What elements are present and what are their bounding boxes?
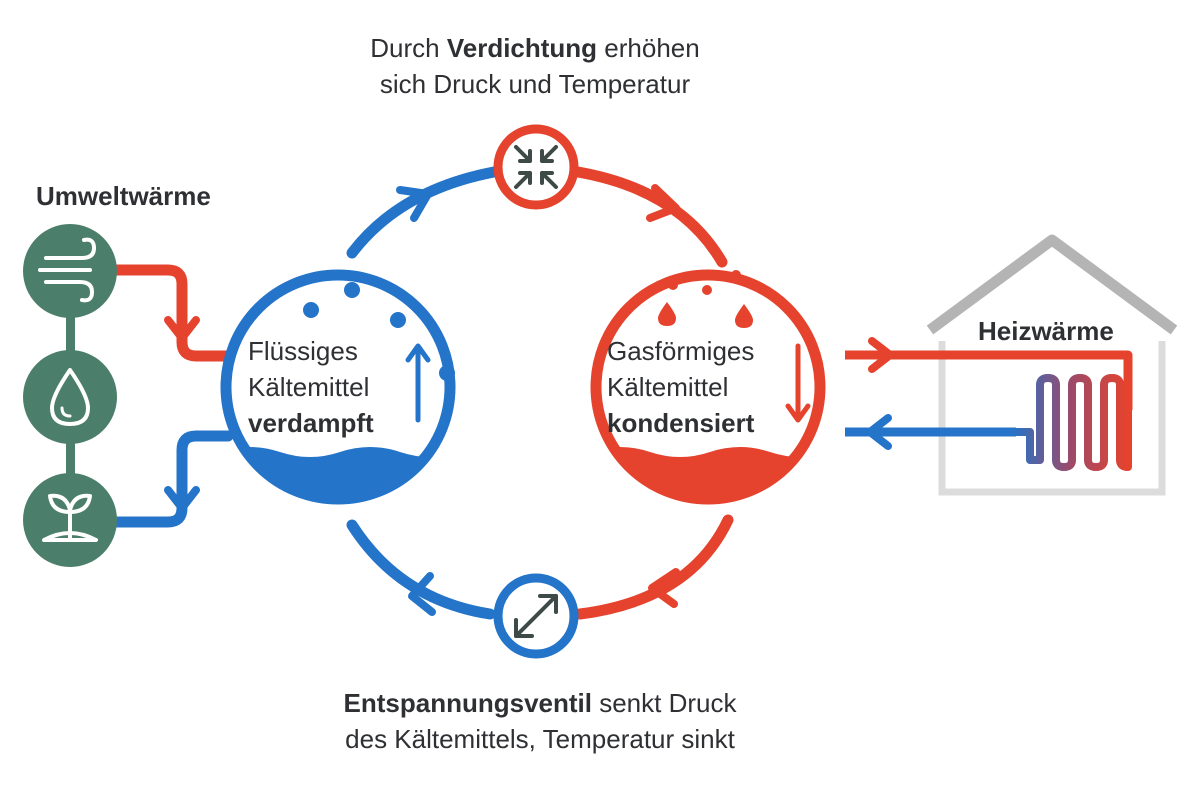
source-pipe-hot [104, 264, 234, 362]
droplet [735, 304, 753, 328]
droplet [658, 302, 676, 326]
supply-pipe [845, 350, 1133, 410]
cycle-pipe-to-valve [574, 514, 734, 620]
droplet [731, 270, 741, 280]
flow-arrow-icon [646, 184, 680, 222]
water-drop-icon [23, 350, 117, 444]
house [926, 234, 1178, 496]
expansion-valve [493, 573, 579, 659]
droplet [702, 285, 712, 295]
arrow-down-icon [785, 343, 811, 423]
arrow-up-icon [405, 343, 431, 423]
environment-heat-title: Umweltwärme [36, 181, 211, 211]
source-pipe-cold [104, 430, 234, 528]
vapor-bubble [344, 282, 360, 298]
compression-caption: Durch Verdichtung erhöhen sich Druck und… [370, 33, 700, 99]
evaporator-label: Flüssiges Kältemittel verdampft [248, 336, 374, 438]
flow-arrow-icon [164, 316, 200, 342]
cycle-pipe-to-compressor [346, 166, 500, 259]
plant-sprout-icon [23, 473, 117, 567]
cycle-pipe-to-evaporator [346, 519, 496, 620]
expand-arrow-icon [514, 594, 558, 638]
flow-arrow-icon [408, 572, 436, 616]
heating-heat-title: Heizwärme [978, 316, 1114, 346]
compress-arrows-icon [514, 145, 558, 189]
house-roof [926, 234, 1178, 335]
cycle-pipe-to-condenser [572, 166, 728, 268]
vapor-bubble [439, 365, 455, 381]
vapor-bubble [303, 302, 319, 318]
vapor-bubble [390, 312, 406, 328]
flow-arrow-icon [868, 337, 894, 373]
flow-arrow-icon [866, 414, 892, 450]
compressor [493, 124, 579, 210]
flow-arrow-icon [648, 568, 680, 608]
flow-arrow-icon [396, 186, 432, 222]
radiator-coil [1008, 374, 1132, 471]
flow-arrow-icon [164, 486, 200, 512]
condenser-label: Gasförmiges Kältemittel kondensiert [607, 336, 755, 438]
wind-icon [23, 224, 117, 318]
expansion-caption: Entspannungsventil senkt Druck des Kälte… [343, 688, 737, 754]
droplet [668, 280, 678, 290]
